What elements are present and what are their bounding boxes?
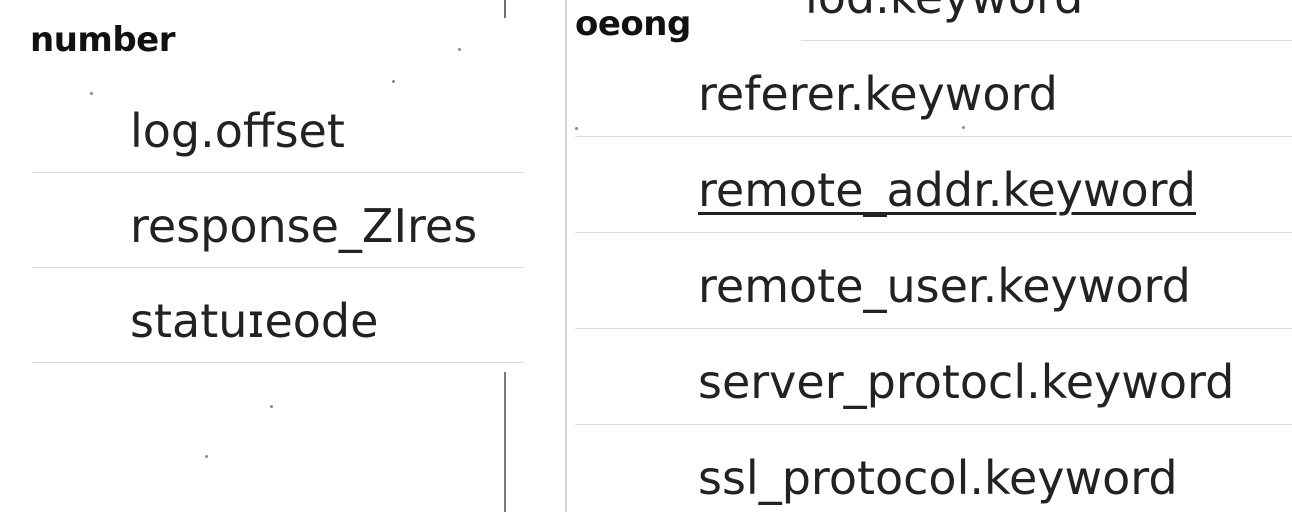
field-label: statuɪeode <box>130 294 379 348</box>
field-row-remote-user[interactable]: remote_user.keyword <box>575 233 1292 329</box>
field-row-status-code[interactable]: statuɪeode <box>32 268 524 363</box>
field-row-referer[interactable]: referer.keyword <box>575 41 1292 137</box>
field-label-link[interactable]: remote_addr.keyword <box>698 163 1196 217</box>
field-label: remote_user.keyword <box>698 259 1191 313</box>
number-fields-panel: number log.offset response_ZIres statuɪe… <box>0 0 524 512</box>
scan-speck <box>205 455 208 458</box>
field-row-remote-addr[interactable]: remote_addr.keyword <box>575 137 1292 233</box>
scan-speck <box>270 405 273 408</box>
field-label: ssl_protocol.keyword <box>698 451 1178 505</box>
string-field-list: referer.keyword remote_addr.keyword remo… <box>575 41 1292 512</box>
scan-speck <box>90 92 93 95</box>
field-row-response-size[interactable]: response_ZIres <box>32 173 524 268</box>
scan-speck <box>392 80 395 83</box>
field-label-partial[interactable]: lod.keyword <box>805 0 1083 20</box>
panel-divider <box>504 0 506 18</box>
field-label: log.offset <box>130 104 345 158</box>
field-row-server-protocol[interactable]: server_protocl.keyword <box>575 329 1292 425</box>
group-title-number: number <box>30 20 176 60</box>
field-label: referer.keyword <box>698 67 1058 121</box>
group-title-string: oeong <box>575 4 691 44</box>
panel-divider <box>565 0 567 512</box>
scan-speck <box>458 48 461 51</box>
scan-speck <box>962 126 965 129</box>
field-row-log-offset[interactable]: log.offset <box>32 78 524 173</box>
panel-divider <box>504 372 506 512</box>
field-label: response_ZIres <box>130 199 478 253</box>
field-row-ssl-protocol[interactable]: ssl_protocol.keyword <box>575 425 1292 512</box>
scan-speck <box>575 127 578 130</box>
number-field-list: log.offset response_ZIres statuɪeode <box>32 78 524 363</box>
row-divider <box>801 40 1292 41</box>
string-fields-panel: lod.keyword oeong referer.keyword remote… <box>565 0 1292 512</box>
field-label: server_protocl.keyword <box>698 355 1235 409</box>
